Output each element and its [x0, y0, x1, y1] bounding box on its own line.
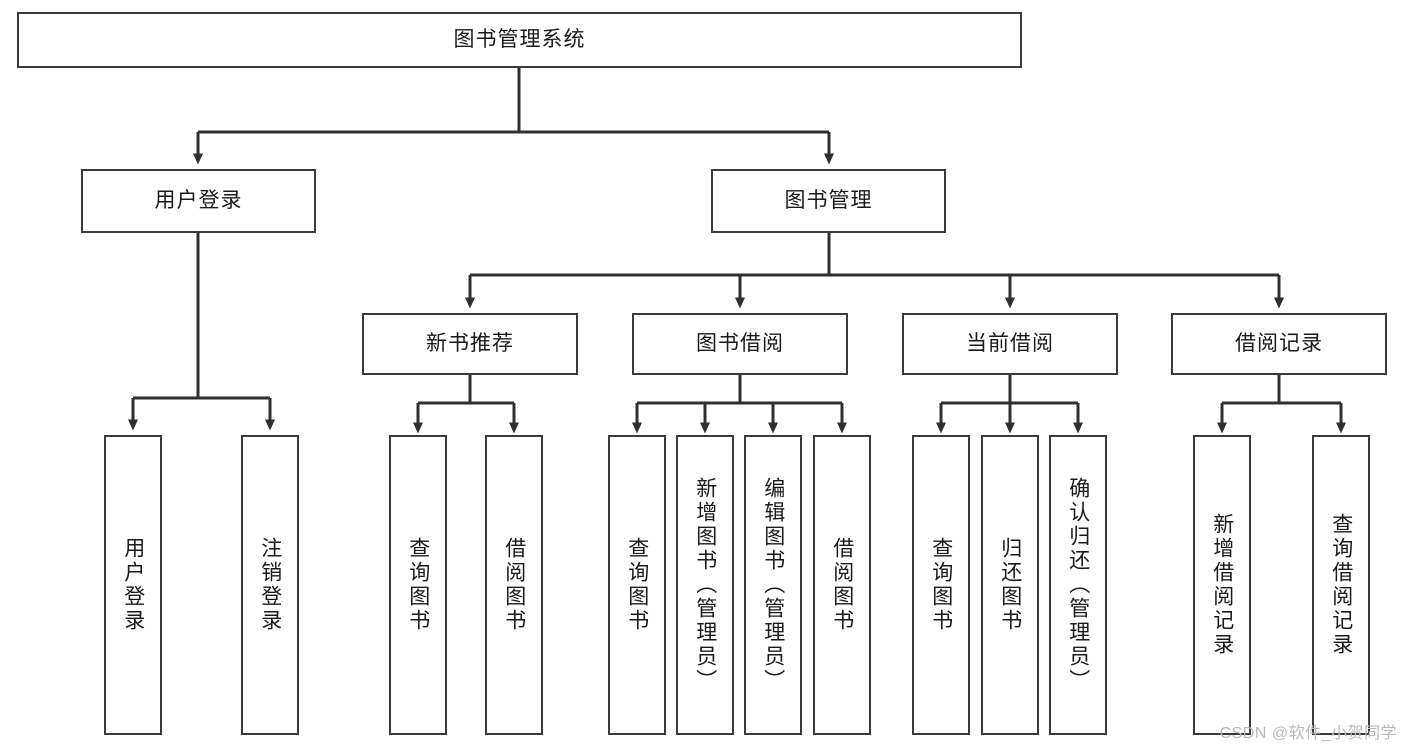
watermark: CSDN @软件_小贺同学: [1219, 725, 1397, 742]
leaf-borrow-edit-book-admin[interactable]: 编辑图书（管理员）: [744, 435, 802, 735]
leaf-current-query-book[interactable]: 查询图书: [912, 435, 970, 735]
node-label: 注销登录: [258, 537, 282, 633]
node-label: 确认归还（管理员）: [1066, 477, 1090, 693]
node-label: 图书管理系统: [453, 27, 586, 51]
leaf-user-login-signout[interactable]: 注销登录: [241, 435, 299, 735]
node-label: 借阅图书: [830, 537, 854, 633]
node-current-borrow[interactable]: 当前借阅: [902, 313, 1118, 375]
leaf-recommend-query-book[interactable]: 查询图书: [389, 435, 447, 735]
node-label: 新增借阅记录: [1210, 513, 1234, 657]
node-label: 用户登录: [121, 537, 145, 633]
node-borrow-records[interactable]: 借阅记录: [1171, 313, 1387, 375]
leaf-current-confirm-return-admin[interactable]: 确认归还（管理员）: [1049, 435, 1107, 735]
node-label: 查询图书: [625, 537, 649, 633]
leaf-current-return-book[interactable]: 归还图书: [981, 435, 1039, 735]
leaf-borrow-borrow-book[interactable]: 借阅图书: [813, 435, 871, 735]
node-label: 图书管理: [784, 188, 873, 212]
node-user-login[interactable]: 用户登录: [81, 169, 316, 233]
node-root-book-management-system[interactable]: 图书管理系统: [17, 12, 1022, 68]
node-label: 查询借阅记录: [1329, 513, 1353, 657]
node-book-borrow[interactable]: 图书借阅: [632, 313, 848, 375]
node-label: 查询图书: [929, 537, 953, 633]
leaf-recommend-borrow-book[interactable]: 借阅图书: [485, 435, 543, 735]
node-label: 图书借阅: [696, 331, 784, 355]
node-new-book-recommend[interactable]: 新书推荐: [362, 313, 578, 375]
leaf-borrow-query-book[interactable]: 查询图书: [608, 435, 666, 735]
node-book-management[interactable]: 图书管理: [711, 169, 946, 233]
node-label: 新增图书（管理员）: [693, 477, 717, 693]
leaf-borrow-add-book-admin[interactable]: 新增图书（管理员）: [676, 435, 734, 735]
leaf-records-query-record[interactable]: 查询借阅记录: [1312, 435, 1370, 735]
node-label: 归还图书: [998, 537, 1022, 633]
node-label: 借阅记录: [1235, 331, 1323, 355]
node-label: 用户登录: [154, 188, 243, 212]
leaf-records-add-record[interactable]: 新增借阅记录: [1193, 435, 1251, 735]
node-label: 借阅图书: [502, 537, 526, 633]
node-label: 查询图书: [406, 537, 430, 633]
node-label: 新书推荐: [426, 331, 514, 355]
node-label: 当前借阅: [966, 331, 1054, 355]
leaf-user-login-signin[interactable]: 用户登录: [104, 435, 162, 735]
node-label: 编辑图书（管理员）: [761, 477, 785, 693]
